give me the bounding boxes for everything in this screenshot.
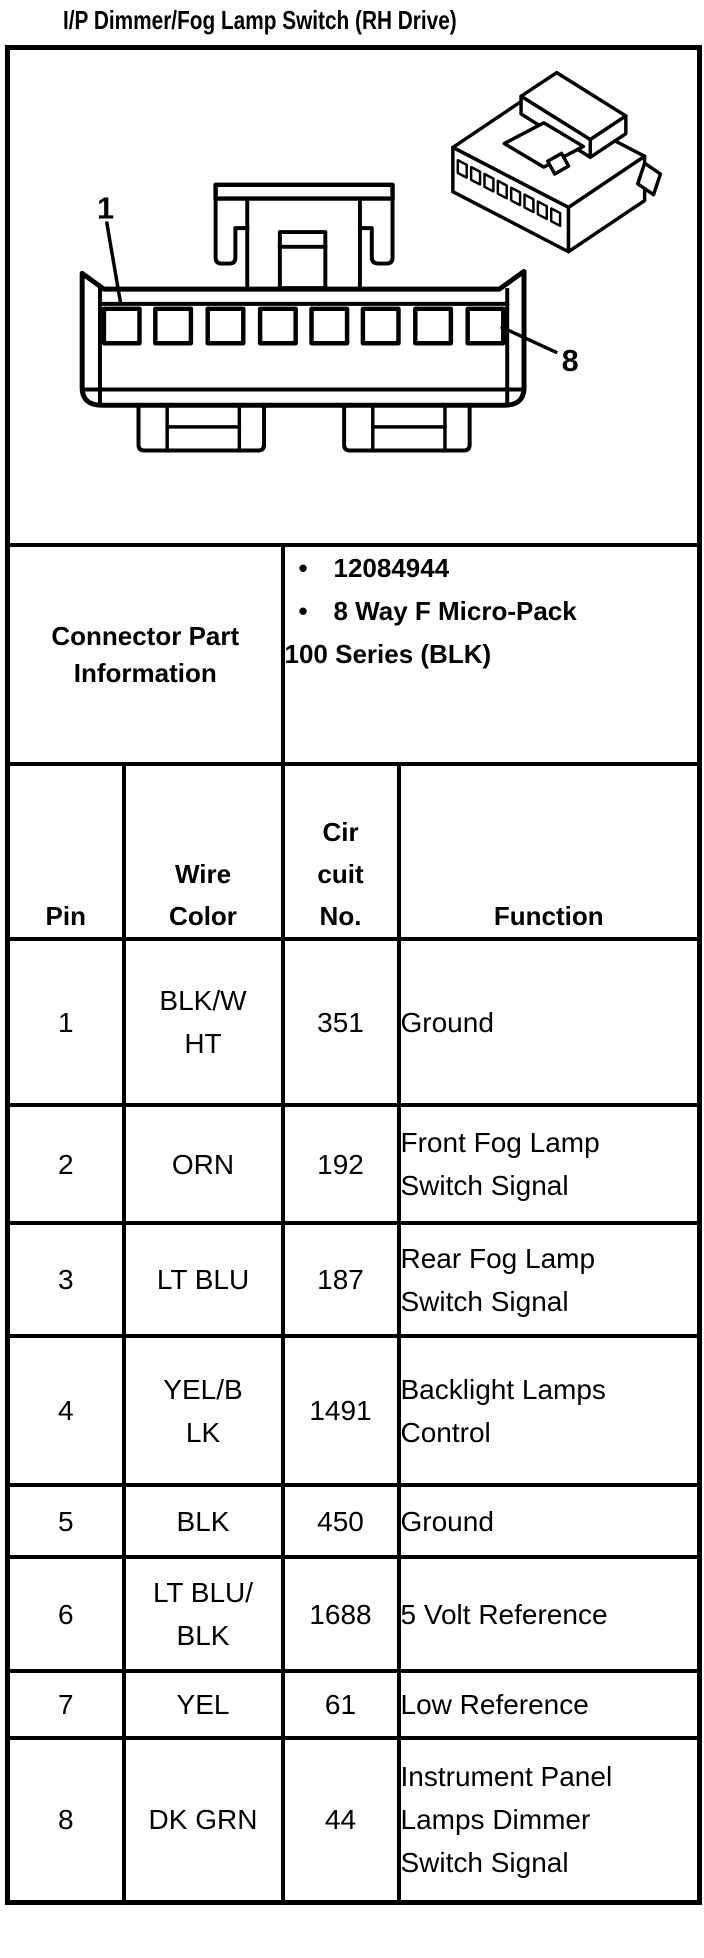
pin-cell: 8 <box>5 1736 126 1904</box>
circuit-no-cell: 351 <box>280 937 401 1107</box>
table-row: 1 8 <box>5 45 702 547</box>
connector-iso-view <box>451 70 663 254</box>
part-info-label: Connector Part Information <box>5 543 285 766</box>
pin-cell: 5 <box>5 1483 126 1559</box>
callout-line-pin-1 <box>104 221 123 306</box>
table-row: 5 BLK 450 Ground <box>5 1483 702 1559</box>
circuit-no-cell: 1688 <box>280 1555 401 1673</box>
page-title: I/P Dimmer/Fog Lamp Switch (RH Drive) <box>63 5 457 35</box>
pin-cavity-6 <box>360 306 401 346</box>
wire-color-cell: YEL <box>121 1669 285 1740</box>
pin-cavity-7 <box>413 306 454 346</box>
table-row: 8 DK GRN 44 Instrument Panel Lamps Dimme… <box>5 1736 702 1904</box>
pin-8-callout: 8 <box>562 344 579 378</box>
function-cell: Instrument Panel Lamps Dimmer Switch Sig… <box>396 1736 702 1904</box>
pin-cavity-2 <box>153 306 194 346</box>
pin-cavity-1 <box>101 306 142 346</box>
wire-color-cell: YEL/B LK <box>121 1334 285 1487</box>
table-row: 6 LT BLU/ BLK 1688 5 Volt Reference <box>5 1555 702 1673</box>
pin-cavities <box>101 306 506 346</box>
wire-color-cell: BLK <box>121 1483 285 1559</box>
pin-cell: 7 <box>5 1669 126 1740</box>
bullet-icon: • <box>298 553 308 583</box>
header-wire-color: Wire Color <box>121 762 285 941</box>
table-row: 4 YEL/B LK 1491 Backlight Lamps Control <box>5 1334 702 1487</box>
pin-cell: 1 <box>5 937 126 1107</box>
part-number: 12084944 <box>333 553 450 583</box>
table-row: 7 YEL 61 Low Reference <box>5 1669 702 1740</box>
function-cell: Front Fog Lamp Switch Signal <box>396 1103 702 1225</box>
circuit-no-cell: 1491 <box>280 1334 401 1487</box>
connector-info-table: 1 8 Connector Part Information • 12084944… <box>5 45 703 1905</box>
circuit-no-cell: 192 <box>280 1103 401 1225</box>
table-row: 2 ORN 192 Front Fog Lamp Switch Signal <box>5 1103 702 1225</box>
circuit-no-cell: 44 <box>280 1736 401 1904</box>
header-pin: Pin <box>5 762 126 941</box>
wire-color-cell: LT BLU <box>121 1221 285 1338</box>
connector-diagram-cell: 1 8 <box>5 45 702 547</box>
pin-cell: 6 <box>5 1555 126 1673</box>
pin-cavity-5 <box>309 306 350 346</box>
mounting-feet <box>136 403 472 453</box>
circuit-no-cell: 187 <box>280 1221 401 1338</box>
function-cell: 5 Volt Reference <box>396 1555 702 1673</box>
header-function: Function <box>396 762 702 941</box>
callout-line-pin-8 <box>499 325 558 355</box>
function-cell: Ground <box>396 937 702 1107</box>
connector-front-view <box>79 182 527 453</box>
connector-body <box>79 268 527 408</box>
wire-color-cell: ORN <box>121 1103 285 1225</box>
pin-1-callout: 1 <box>97 191 114 225</box>
bullet-icon: • <box>298 596 308 626</box>
header-circuit-no: Cir cuit No. <box>280 762 401 941</box>
function-cell: Low Reference <box>396 1669 702 1740</box>
function-cell: Ground <box>396 1483 702 1559</box>
wire-color-cell: BLK/W HT <box>121 937 285 1107</box>
wire-color-cell: DK GRN <box>121 1736 285 1904</box>
table-row: 3 LT BLU 187 Rear Fog Lamp Switch Signal <box>5 1221 702 1338</box>
function-cell: Backlight Lamps Control <box>396 1334 702 1487</box>
connector-diagram: 1 8 <box>79 70 663 453</box>
latch-top-bar <box>213 182 395 201</box>
table-row: Connector Part Information • 12084944 • 8 … <box>5 543 702 766</box>
connector-type-wrap: 100 Series (BLK) <box>284 639 492 669</box>
table-header-row: Pin Wire Color Cir cuit No. Function <box>5 762 702 941</box>
wire-color-cell: LT BLU/ BLK <box>121 1555 285 1673</box>
part-info-value: • 12084944 • 8 Way F Micro-Pack 100 Series… <box>280 543 702 766</box>
iso-pin-slots <box>456 158 562 228</box>
pin-cell: 2 <box>5 1103 126 1225</box>
connector-type: 8 Way F Micro-Pack <box>333 596 577 626</box>
part-info-bullet-line: • 12084944 <box>285 547 698 590</box>
pin-cell: 4 <box>5 1334 126 1487</box>
table-row: 1 BLK/W HT 351 Ground <box>5 937 702 1107</box>
circuit-no-cell: 450 <box>280 1483 401 1559</box>
pin-cavity-3 <box>205 306 246 346</box>
function-cell: Rear Fog Lamp Switch Signal <box>396 1221 702 1338</box>
pin-cavity-8 <box>465 306 506 346</box>
pin-cavity-4 <box>257 306 298 346</box>
circuit-no-cell: 61 <box>280 1669 401 1740</box>
pin-cell: 3 <box>5 1221 126 1338</box>
part-info-bullet-line: • 8 Way F Micro-Pack <box>285 590 698 633</box>
